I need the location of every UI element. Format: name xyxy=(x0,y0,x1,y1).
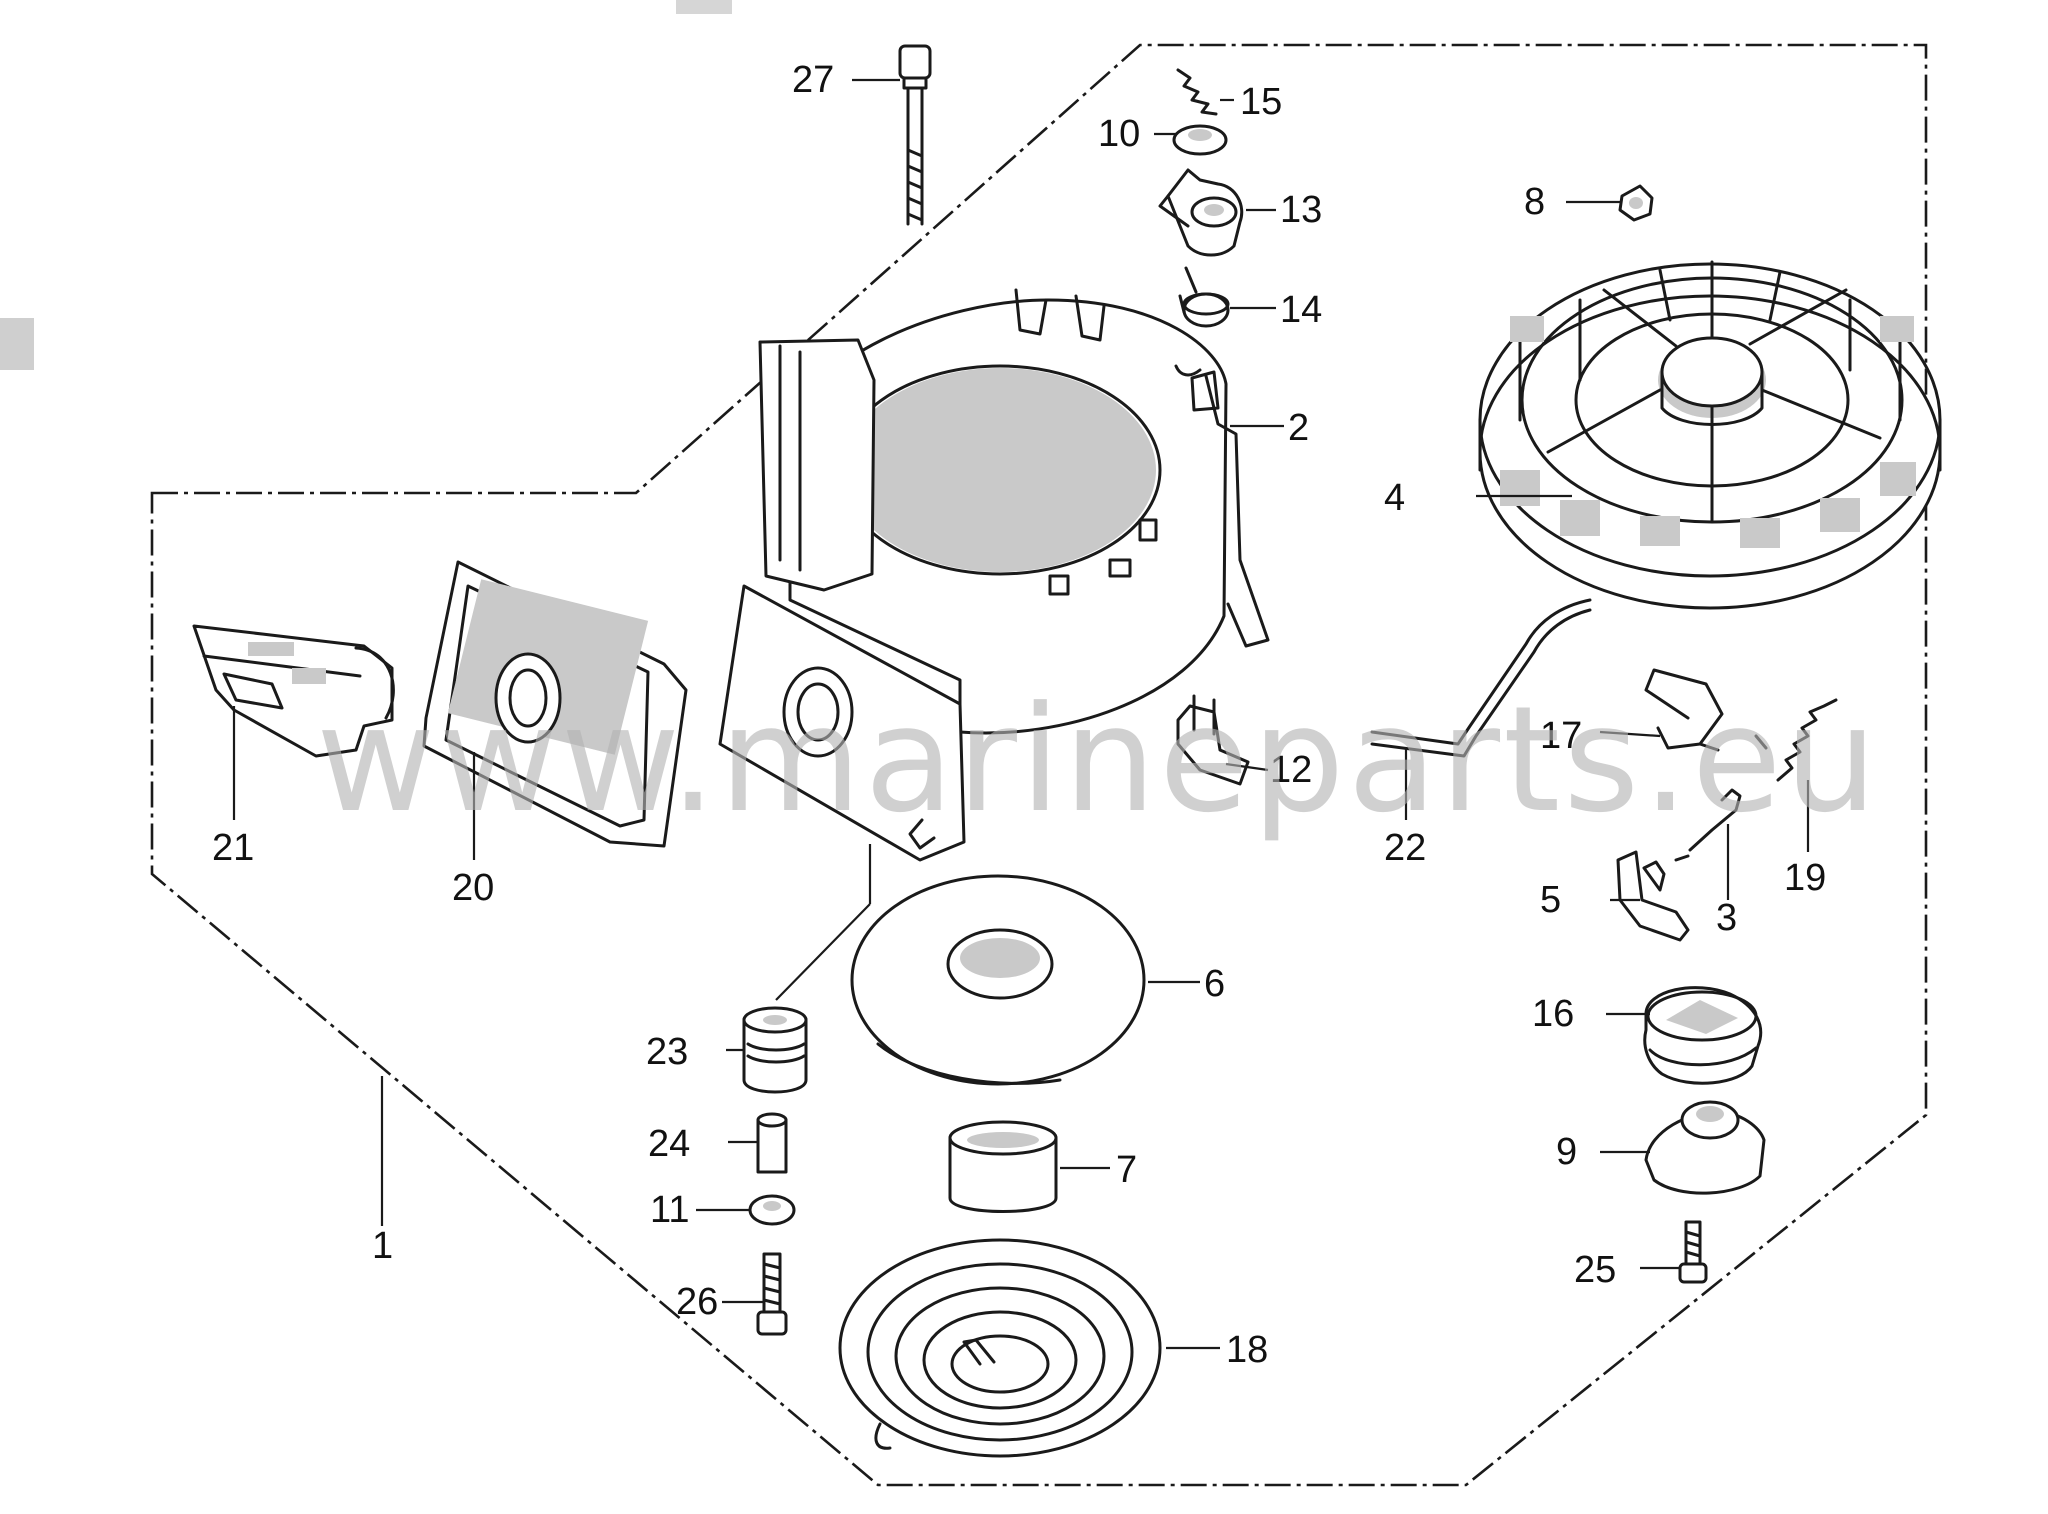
part-27-bolt xyxy=(898,44,932,226)
label-7: 7 xyxy=(1116,1149,1137,1191)
part-24-collar xyxy=(756,1112,788,1174)
label-20: 20 xyxy=(452,867,494,909)
label-2: 2 xyxy=(1288,407,1309,449)
watermark: www.marineparts.eu xyxy=(316,675,1880,845)
label-13: 13 xyxy=(1280,189,1322,231)
part-2-starter-case xyxy=(718,288,1270,862)
part-15-spring xyxy=(1176,68,1218,116)
part-20-handle-grip xyxy=(422,560,688,848)
part-21-starter-handle xyxy=(192,624,395,758)
leader-lines xyxy=(232,78,1810,1350)
label-27: 27 xyxy=(792,59,834,101)
label-10: 10 xyxy=(1098,113,1140,155)
part-19-spring xyxy=(1776,698,1838,782)
label-4: 4 xyxy=(1384,477,1405,519)
part-9-cover xyxy=(1644,1100,1766,1195)
label-14: 14 xyxy=(1280,289,1322,331)
label-26: 26 xyxy=(676,1281,718,1323)
part-26-screw xyxy=(756,1252,788,1336)
part-22-rope xyxy=(1370,598,1592,758)
label-1: 1 xyxy=(372,1225,393,1267)
label-5: 5 xyxy=(1540,879,1561,921)
label-9: 9 xyxy=(1556,1131,1577,1173)
label-16: 16 xyxy=(1532,993,1574,1035)
scan-artifact-left xyxy=(0,318,34,370)
part-8-nut xyxy=(1618,184,1654,222)
label-22: 22 xyxy=(1384,827,1426,869)
label-12: 12 xyxy=(1270,749,1312,791)
part-7-bushing xyxy=(948,1120,1058,1213)
scan-artifact-top xyxy=(676,0,732,14)
part-3-pawl-spring xyxy=(1674,788,1742,862)
part-16-drive-plate xyxy=(1643,986,1763,1085)
label-11: 11 xyxy=(650,1189,689,1231)
part-labels: 1 2 3 4 5 6 7 8 9 10 11 12 13 14 15 16 1… xyxy=(212,59,1826,1371)
part-13-ratchet xyxy=(1158,168,1244,257)
part-18-recoil-spring xyxy=(838,1238,1162,1458)
part-6-spring-case xyxy=(850,874,1146,1086)
part-25-screw xyxy=(1678,1220,1708,1284)
part-4-reel xyxy=(1478,260,1942,610)
part-5-pawl xyxy=(1616,850,1690,942)
label-25: 25 xyxy=(1574,1249,1616,1291)
assembly-boundary xyxy=(150,43,1928,1487)
label-3: 3 xyxy=(1716,897,1737,939)
label-17: 17 xyxy=(1540,715,1582,757)
part-17-return-spring xyxy=(1644,668,1768,752)
label-15: 15 xyxy=(1240,81,1282,123)
label-18: 18 xyxy=(1226,1329,1268,1371)
label-21: 21 xyxy=(212,827,254,869)
part-10-washer xyxy=(1172,124,1228,156)
part-11-nut xyxy=(748,1194,796,1226)
label-23: 23 xyxy=(646,1031,688,1073)
part-14-friction-spring xyxy=(1178,266,1230,328)
label-6: 6 xyxy=(1204,963,1225,1005)
label-19: 19 xyxy=(1784,857,1826,899)
label-8: 8 xyxy=(1524,181,1545,223)
label-24: 24 xyxy=(648,1123,690,1165)
part-23-rubber-mount xyxy=(742,1006,808,1094)
